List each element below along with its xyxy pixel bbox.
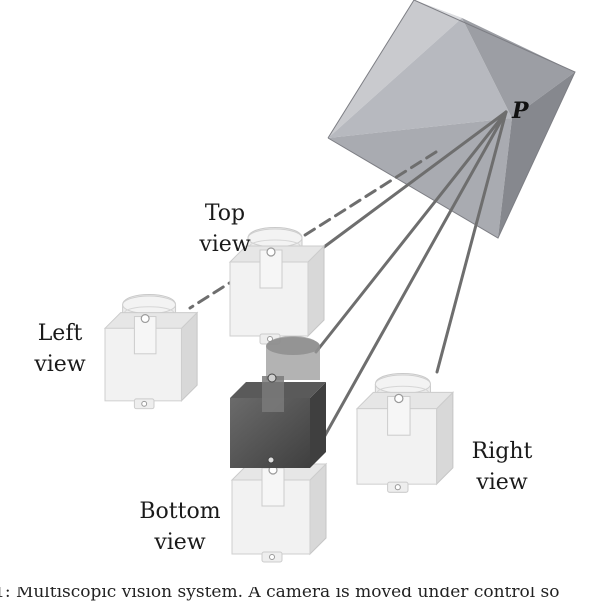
label-bottom-view: Bottom view [139, 499, 221, 555]
ray-top [318, 110, 508, 252]
ray-center [314, 110, 508, 354]
caption-text: 1: Multiscopic vision system. A camera i… [0, 587, 560, 602]
label-top-view: Top view [199, 201, 251, 257]
camera-left-view [104, 293, 198, 410]
label-right-view: Right view [471, 439, 533, 495]
ray-bottom [316, 110, 508, 450]
point-label-p: P [512, 98, 529, 124]
pyramid-object [327, 0, 576, 239]
camera-right-view [356, 372, 454, 493]
label-left-view: Left view [34, 321, 86, 377]
figure-caption: 1: Multiscopic vision system. A camera i… [0, 587, 612, 608]
ray-right [435, 110, 508, 374]
camera-center-active [230, 336, 326, 468]
